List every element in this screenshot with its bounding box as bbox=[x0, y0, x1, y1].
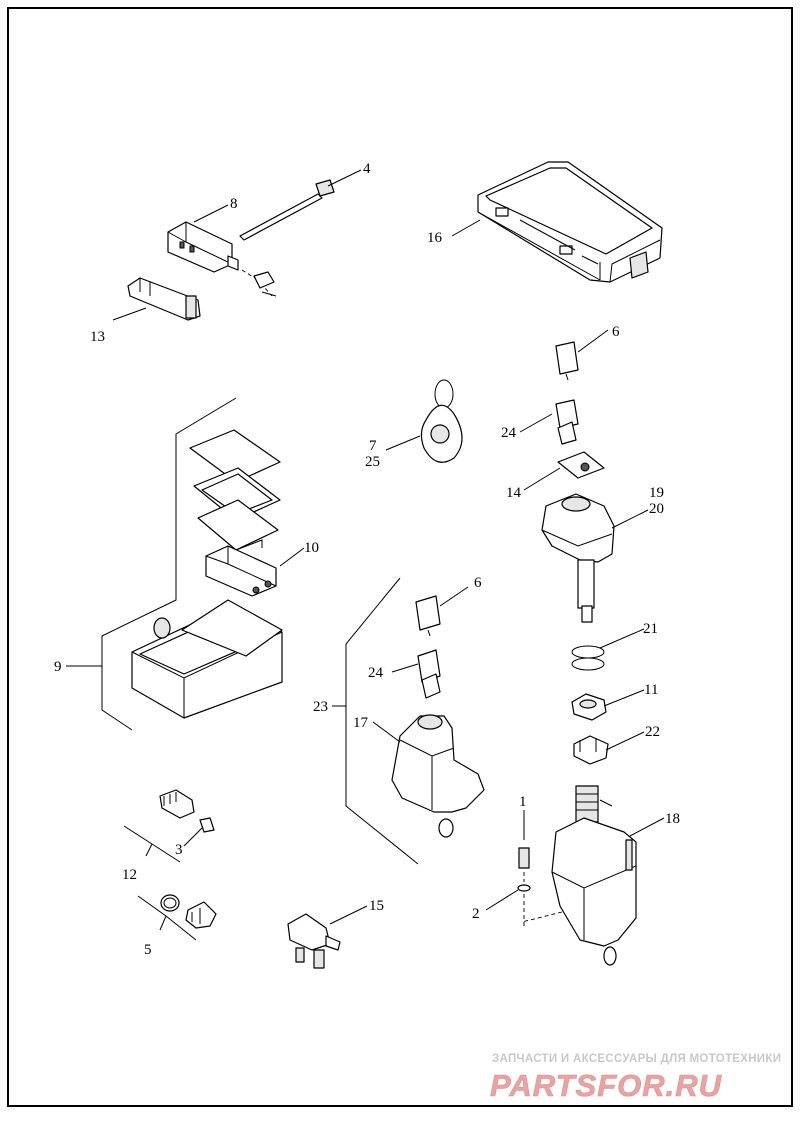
watermark-logo: PARTSFOR.RU bbox=[490, 1068, 723, 1103]
part-9-bracket bbox=[101, 397, 237, 731]
callout-14: 14 bbox=[506, 485, 522, 501]
callout-15: 15 bbox=[369, 898, 384, 914]
callout-21: 21 bbox=[643, 621, 658, 637]
part-24-key-lower bbox=[417, 649, 441, 699]
callout-23: 23 bbox=[313, 699, 328, 715]
part-12-switch bbox=[159, 789, 215, 833]
callout-6-lower: 6 bbox=[474, 575, 482, 591]
callout-2: 2 bbox=[472, 906, 480, 922]
part-14-plate bbox=[557, 451, 605, 479]
part-19-ignition-cover bbox=[541, 493, 615, 563]
callout-9: 9 bbox=[54, 659, 62, 675]
part-7-key-fob bbox=[420, 379, 463, 463]
part-16-module bbox=[477, 161, 663, 283]
part-23-bracket bbox=[345, 577, 419, 865]
leader-lines bbox=[66, 169, 665, 925]
callout-17: 17 bbox=[353, 715, 369, 731]
part-22-cam bbox=[573, 735, 609, 765]
callout-4: 4 bbox=[363, 161, 371, 177]
callout-25: 25 bbox=[365, 454, 380, 470]
part-11-nut bbox=[571, 693, 607, 721]
part-17-lock-housing bbox=[391, 714, 485, 838]
callout-11: 11 bbox=[644, 682, 658, 698]
watermark-tagline: ЗАПЧАСТИ И АКСЕССУАРЫ ДЛЯ МОТОТЕХНИКИ bbox=[492, 1053, 781, 1065]
part-6-key-upper bbox=[555, 341, 579, 381]
callout-18: 18 bbox=[665, 811, 680, 827]
callout-16: 16 bbox=[427, 230, 443, 246]
part-12-brace bbox=[123, 825, 181, 863]
callout-22: 22 bbox=[645, 724, 660, 740]
part-15-sensor bbox=[287, 913, 341, 969]
part-5-plug bbox=[160, 894, 217, 929]
callout-20: 20 bbox=[649, 501, 664, 517]
callout-labels: 1 2 3 4 5 6 6 7 8 9 10 11 12 13 14 15 16… bbox=[54, 161, 680, 958]
callout-10: 10 bbox=[304, 540, 319, 556]
callout-24-lower: 24 bbox=[368, 665, 384, 681]
part-18-ignition-switch bbox=[521, 785, 637, 966]
watermark: ЗАПЧАСТИ И АКСЕССУАРЫ ДЛЯ МОТОТЕХНИКИ PA… bbox=[490, 1053, 781, 1103]
part-5-brace bbox=[137, 895, 197, 941]
callout-12: 12 bbox=[122, 867, 137, 883]
callout-7: 7 bbox=[369, 438, 377, 454]
part-8-connector bbox=[167, 221, 277, 297]
callout-19: 19 bbox=[649, 485, 664, 501]
callout-1: 1 bbox=[519, 794, 527, 810]
part-24-key-upper bbox=[555, 399, 579, 445]
part-6-key-lower bbox=[415, 595, 441, 637]
part-2-washer bbox=[517, 884, 531, 928]
part-21-spring-ring bbox=[571, 645, 605, 671]
callout-5: 5 bbox=[144, 942, 152, 958]
diagram-frame bbox=[7, 7, 793, 1107]
callout-3: 3 bbox=[175, 842, 183, 858]
callout-6-upper: 6 bbox=[612, 324, 620, 340]
part-13-housing bbox=[127, 277, 201, 321]
callout-13: 13 bbox=[90, 329, 105, 345]
part-9-box-lid-parts bbox=[189, 429, 281, 597]
part-1-screw bbox=[518, 847, 530, 882]
part-4-cable-tie bbox=[239, 179, 335, 241]
part-20-shaft bbox=[577, 559, 595, 623]
callout-8: 8 bbox=[230, 196, 238, 212]
part-9-box bbox=[131, 599, 283, 719]
callout-24-upper: 24 bbox=[501, 425, 517, 441]
